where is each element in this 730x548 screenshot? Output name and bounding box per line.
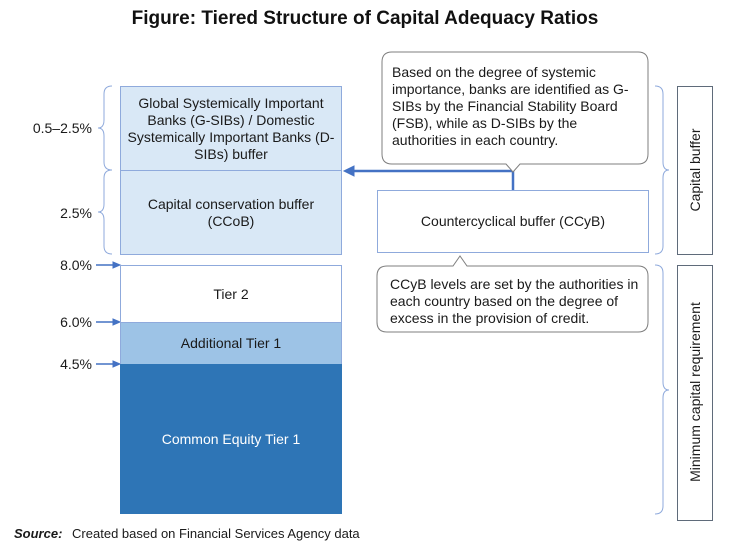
label-6pct: 6.0%: [60, 314, 92, 330]
brace-ccob: [97, 169, 113, 255]
ccyb-label: Countercyclical buffer (CCyB): [420, 213, 606, 229]
ccob-label: Capital conservation buffer (CCoB): [147, 195, 315, 229]
callout-top-shape: [381, 51, 649, 173]
label-ccob-pct: 2.5%: [60, 205, 92, 221]
minimum-capital-label: Minimum capital requirement: [687, 302, 703, 482]
tier2-box: Tier 2: [120, 265, 342, 323]
ccyb-arrow: [342, 165, 515, 190]
callout-bottom-shape: [376, 255, 649, 333]
arrow-45: [96, 360, 122, 368]
source-colon: :: [58, 526, 63, 541]
cet1-box: Common Equity Tier 1: [120, 364, 342, 514]
ccyb-box: Countercyclical buffer (CCyB): [377, 190, 649, 253]
arrow-8: [96, 261, 122, 269]
bracket-capital-buffer: [654, 85, 670, 255]
brace-gsib: [97, 85, 113, 171]
label-8pct: 8.0%: [60, 257, 92, 273]
tier2-label: Tier 2: [213, 285, 249, 302]
figure-title: Figure: Tiered Structure of Capital Adeq…: [131, 8, 599, 29]
capital-buffer-box: [677, 86, 713, 255]
minimum-capital-box: [677, 265, 713, 521]
capital-buffer-label: Capital buffer: [687, 128, 703, 212]
source-note: Source: Created based on Financial Servi…: [14, 526, 360, 541]
source-label: Source: [14, 526, 59, 541]
ccob-box: Capital conservation buffer (CCoB): [120, 170, 342, 255]
source-text: Created based on Financial Services Agen…: [72, 526, 360, 541]
callout-bottom-text: CCyB levels are set by the authorities i…: [390, 276, 639, 326]
callout-top-text: Based on the degree of systemic importan…: [392, 64, 629, 148]
label-45pct: 4.5%: [60, 356, 92, 372]
label-gsib-range: 0.5–2.5%: [32, 120, 92, 136]
arrow-6: [96, 318, 122, 326]
cet1-label: Common Equity Tier 1: [161, 430, 301, 447]
bracket-minimum: [654, 264, 670, 515]
at1-box: Additional Tier 1: [120, 322, 342, 365]
gsib-buffer-label: Global Systemically Important Banks (G-S…: [127, 94, 335, 162]
at1-label: Additional Tier 1: [180, 335, 282, 351]
gsib-buffer-box: Global Systemically Important Banks (G-S…: [120, 86, 342, 171]
